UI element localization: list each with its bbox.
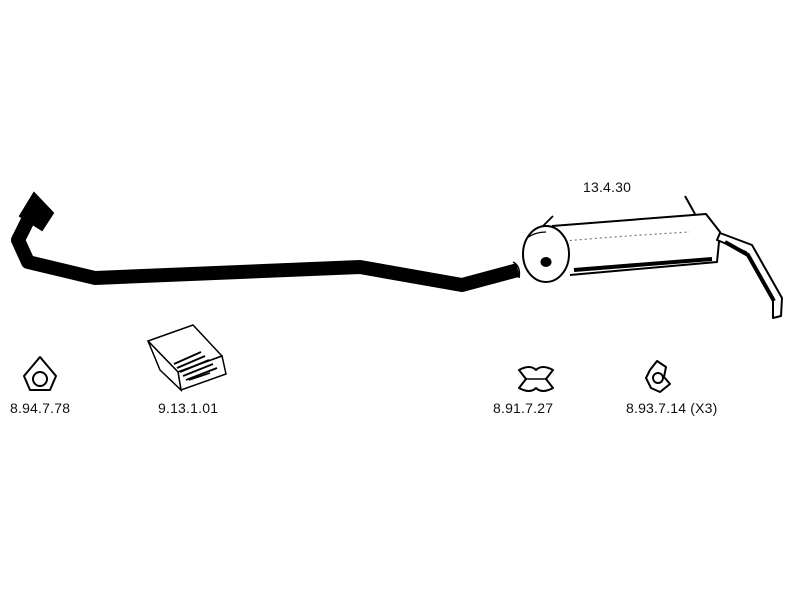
fitting-kit-part-number: 9.13.1.01 <box>158 400 219 416</box>
rear-silencer-icon <box>522 195 783 319</box>
silencer-part-number: 13.4.30 <box>583 179 632 195</box>
fitting-kit-box-icon <box>146 324 227 393</box>
pipe-clamp-icon <box>518 366 554 392</box>
triangular-gasket-icon <box>23 356 57 391</box>
gasket-part-number: 8.94.7.78 <box>10 400 71 416</box>
clamp-part-number: 8.91.7.27 <box>493 400 554 416</box>
flange-gasket-part-number: 8.93.7.14 (X3) <box>626 400 718 416</box>
flange-gasket-icon <box>645 360 671 393</box>
exhaust-front-pipe-icon <box>11 191 521 292</box>
